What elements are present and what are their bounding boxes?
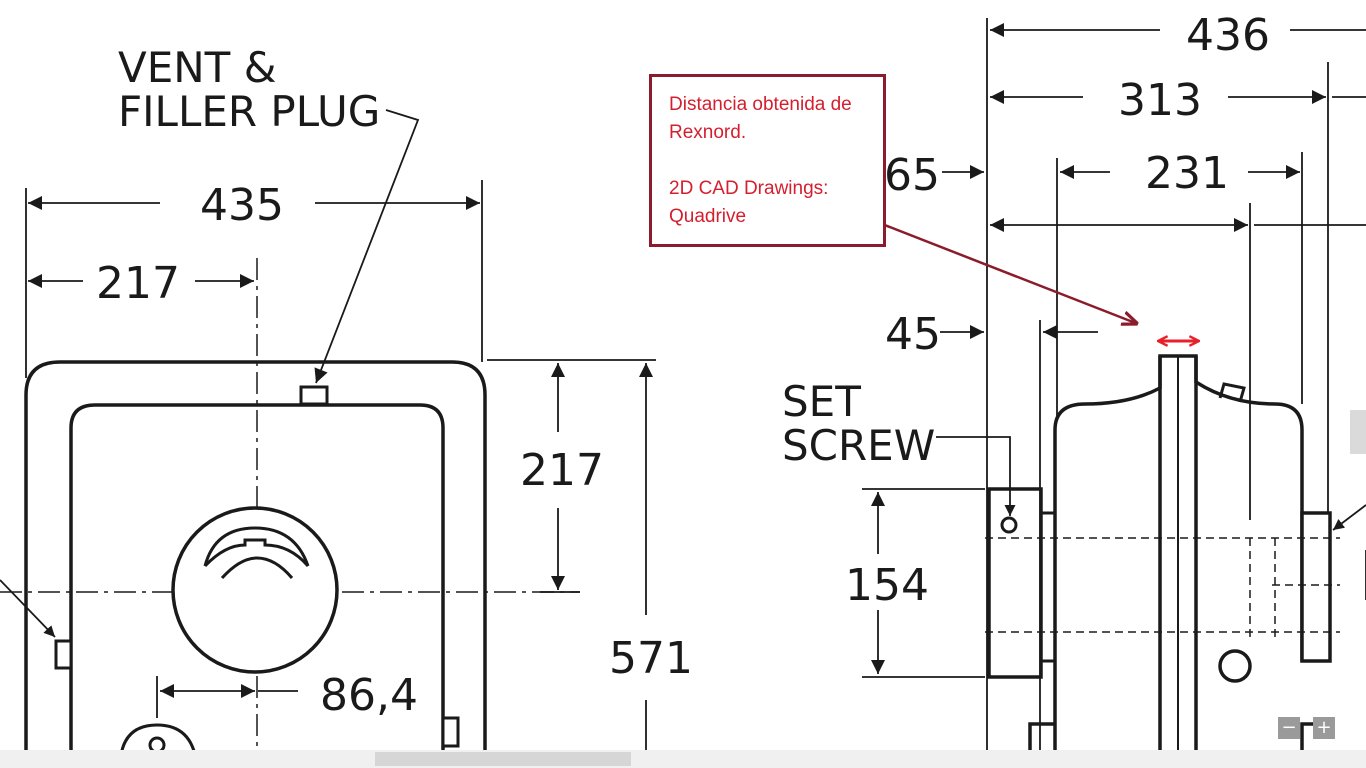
dim-side-65: 65	[884, 150, 940, 201]
dim-side-313: 313	[1118, 75, 1202, 126]
set-screw-bushing	[987, 487, 1043, 679]
zoom-in-button[interactable]: +	[1313, 717, 1335, 739]
annotation-arrow	[835, 204, 1138, 324]
horizontal-scroll-thumb[interactable]	[375, 752, 631, 766]
vent-plug	[299, 385, 329, 406]
vent-filler-label-line2: FILLER PLUG	[118, 87, 380, 136]
side-view	[985, 354, 1340, 768]
dim-front-total-height: 571	[609, 633, 693, 684]
dim-side-total: 436	[1186, 10, 1270, 61]
front-shaft-circle	[171, 506, 339, 674]
vent-filler-label-line1: VENT &	[118, 43, 276, 92]
set-screw-hole	[1000, 516, 1018, 534]
callout-line-4: Quadrive	[669, 206, 747, 227]
callout-line-1: Distancia obtenida de	[669, 94, 852, 115]
dim-front-center-height: 217	[520, 445, 604, 496]
set-screw-label-line2: SCREW	[782, 421, 935, 470]
dim-side-45: 45	[885, 309, 941, 360]
dim-side-231: 231	[1145, 148, 1229, 199]
callout-gap	[669, 147, 883, 175]
zoom-out-button[interactable]: −	[1278, 717, 1300, 739]
front-view	[0, 258, 580, 768]
dim-front-width: 435	[200, 180, 284, 231]
annotation-callout: Distancia obtenida de Rexnord. 2D CAD Dr…	[649, 74, 886, 247]
dim-front-hole-offset: 86,4	[320, 670, 418, 721]
horizontal-scrollbar[interactable]	[0, 750, 1366, 768]
vertical-scroll-thumb[interactable]	[1350, 410, 1366, 454]
dim-side-154: 154	[845, 560, 929, 611]
callout-line-3: 2D CAD Drawings:	[669, 178, 829, 199]
front-outer-housing	[24, 360, 487, 768]
dim-front-half-width: 217	[96, 258, 180, 309]
set-screw-label-line1: SET	[782, 377, 861, 426]
callout-line-2: Rexnord.	[669, 122, 747, 143]
front-inner-housing	[69, 403, 445, 768]
